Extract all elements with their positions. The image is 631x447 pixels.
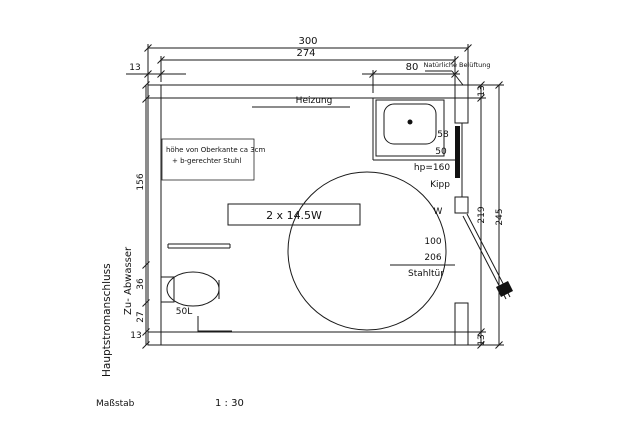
dim-right-inner: 219 [477,206,487,223]
dim-left-27: 27 [136,311,146,322]
dim-wall-right-top: 13 [477,85,487,96]
note-box [162,139,254,180]
window-sash [455,126,460,178]
dim-total-width: 300 [298,36,317,47]
basin-niche [373,98,455,160]
cistern-label: 50L [176,307,192,317]
toilet-cistern [161,277,174,302]
note-line2: + b-gerechter Stuhl [172,157,241,165]
lamp-label: 2 x 14.5W [266,209,322,222]
hauptstrom-label: Hauptstromanschluss [101,263,113,377]
ventilation-label: Natürliche Belüftung [423,61,490,69]
dim-door-206: 206 [424,253,441,263]
dimension-lines [126,44,504,345]
dim-win-58: 58 [437,130,449,140]
dim-wall-top-left: 13 [129,63,140,73]
stahltuer-label: Stahltür [408,269,444,279]
dimension-ticks [143,45,503,349]
wall-right-lower [455,303,468,345]
turning-circle [288,172,446,330]
w-label: W [434,207,443,217]
kipp-label: Kipp [430,180,450,190]
floor-drain-line [198,316,232,331]
window-kipp [455,123,468,197]
washbasin [376,100,444,156]
wall-right-mid [455,197,468,213]
dim-wall-bottom-left: 13 [130,331,141,341]
lamp-box [228,204,360,225]
door-handle [496,281,513,297]
scale-value: 1 : 30 [215,398,244,409]
dim-inner-width: 274 [296,48,315,59]
toilet [161,244,232,331]
dim-door-100: 100 [424,237,441,247]
dim-left-36: 36 [136,278,146,290]
massstab-label: Maßstab [96,399,135,409]
door-leaf [463,214,513,299]
zu-abwasser-label: Zu- Abwasser [123,246,134,315]
dim-hp: hp=160 [414,163,450,173]
wall-left [148,85,161,345]
wall-right-upper [455,85,468,123]
heizung-label: Heizung [296,96,333,106]
washbasin-tap-icon [407,119,413,125]
note-line1: höhe von Oberkante ca 3cm [166,146,266,154]
dim-wall-right-bottom: 13 [477,334,487,345]
dim-basin-width: 80 [406,62,419,73]
dim-win-50: 50 [435,147,447,157]
dim-right-total: 245 [495,208,505,225]
dim-left-156: 156 [136,173,146,190]
toilet-bowl [167,272,219,306]
washbasin-bowl [384,104,436,144]
wall-bottom [148,332,468,345]
